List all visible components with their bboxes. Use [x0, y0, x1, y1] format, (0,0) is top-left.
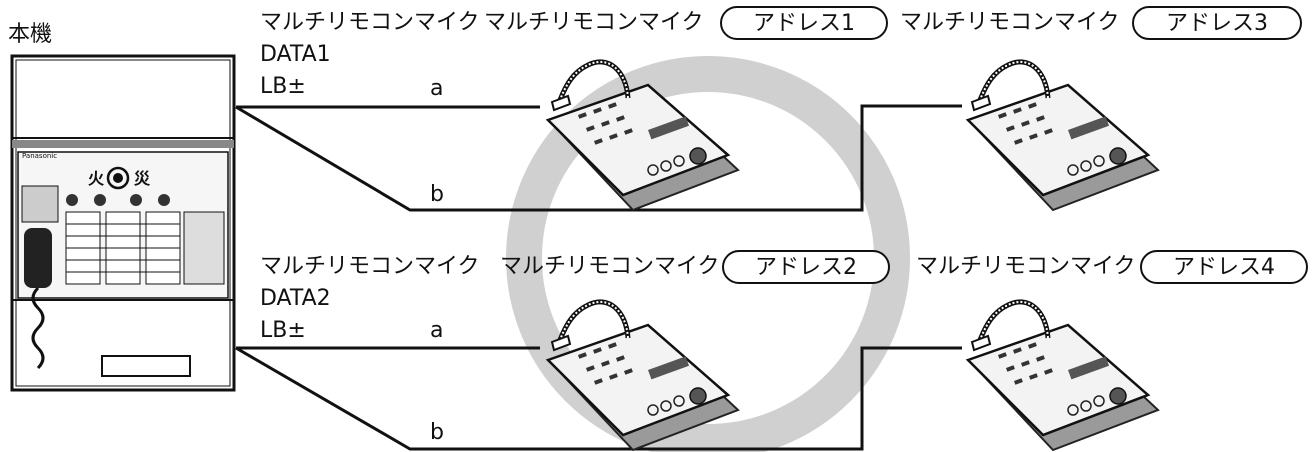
main-unit-cabinet [10, 54, 236, 392]
mic2-label: マルチリモコンマイク [500, 254, 720, 279]
line-2b [235, 346, 962, 451]
group2-data-label: DATA2 [260, 286, 331, 311]
group1-line-a-label: a [430, 76, 444, 101]
group2-line-a-label: a [430, 318, 444, 343]
fire-char-left: 火 [88, 169, 105, 188]
group2-line-b-label: b [430, 420, 444, 445]
group2-lb-label: LB± [260, 318, 306, 343]
mic4-address-badge: アドレス4 [1140, 250, 1308, 284]
line-1b [235, 104, 962, 212]
mic-device-address3 [968, 62, 1158, 210]
highlight-ring [506, 56, 910, 452]
group1-source-label: マルチリモコンマイク [260, 10, 480, 35]
mic2-address-badge: アドレス2 [722, 250, 890, 284]
mic3-address-badge: アドレス3 [1132, 6, 1302, 40]
mic4-label: マルチリモコンマイク [916, 254, 1136, 279]
fire-char-right: 災 [134, 169, 151, 188]
group1-lb-label: LB± [260, 74, 306, 99]
group1-line-b-label: b [430, 182, 444, 207]
mic-device-address4 [968, 302, 1158, 450]
group1-data-label: DATA1 [260, 42, 331, 67]
mic1-address-badge: アドレス1 [720, 6, 888, 40]
group2-source-label: マルチリモコンマイク [260, 254, 480, 279]
brand-logo: Panasonic [22, 152, 58, 160]
main-unit-label: 本機 [8, 22, 53, 47]
mic3-label: マルチリモコンマイク [900, 10, 1120, 35]
mic1-label: マルチリモコンマイク [484, 10, 704, 35]
